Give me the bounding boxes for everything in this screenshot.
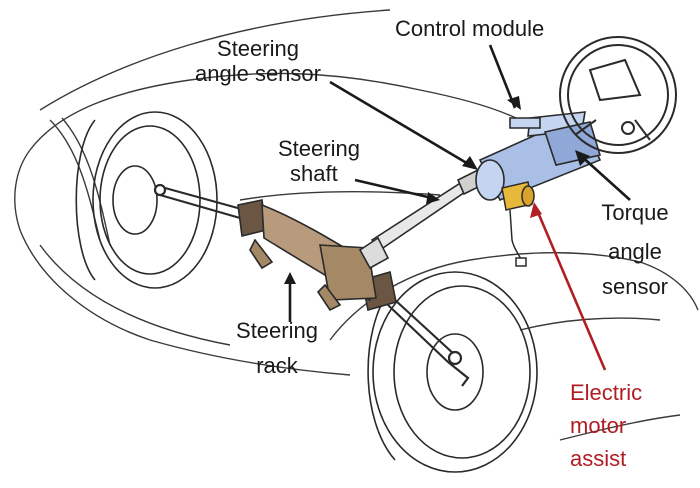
label-electric-motor-assist-line2: motor — [570, 413, 627, 438]
label-steering-angle-sensor-line1: Steering — [217, 36, 299, 61]
electric-motor — [501, 181, 535, 267]
arrowheads — [284, 96, 590, 284]
label-steering-shaft: Steering shaft — [278, 136, 360, 186]
label-torque-angle-sensor: Torque angle sensor — [585, 200, 685, 299]
label-steering-shaft-line2: shaft — [290, 161, 338, 186]
label-steering-rack-line1: Steering — [236, 318, 318, 343]
label-steering-rack: Steering rack — [222, 318, 332, 378]
car-body-outline — [14, 9, 699, 441]
front-left-wheel — [75, 111, 218, 289]
label-steering-rack-line2: rack — [256, 353, 298, 378]
tie-rods — [153, 183, 470, 387]
label-electric-motor-assist-line1: Electric — [570, 380, 643, 405]
label-electric-motor-assist: Electric motor assist — [570, 380, 642, 471]
label-steering-shaft-line1: Steering — [278, 136, 360, 161]
label-torque-angle-sensor-line3: sensor — [601, 274, 669, 299]
assist-leader-line — [530, 202, 607, 371]
label-torque-angle-sensor-line2: angle — [608, 239, 662, 264]
label-steering-angle-sensor: Steering angle sensor — [183, 36, 333, 86]
leader-lines — [288, 44, 631, 322]
label-torque-angle-sensor-line1: Torque — [601, 200, 669, 225]
label-control-module: Control module — [395, 16, 545, 41]
label-steering-angle-sensor-line2: angle sensor — [195, 61, 321, 86]
steering-rack-assembly — [237, 199, 397, 312]
steering-wheel — [559, 36, 677, 154]
label-electric-motor-assist-line3: assist — [570, 446, 627, 471]
